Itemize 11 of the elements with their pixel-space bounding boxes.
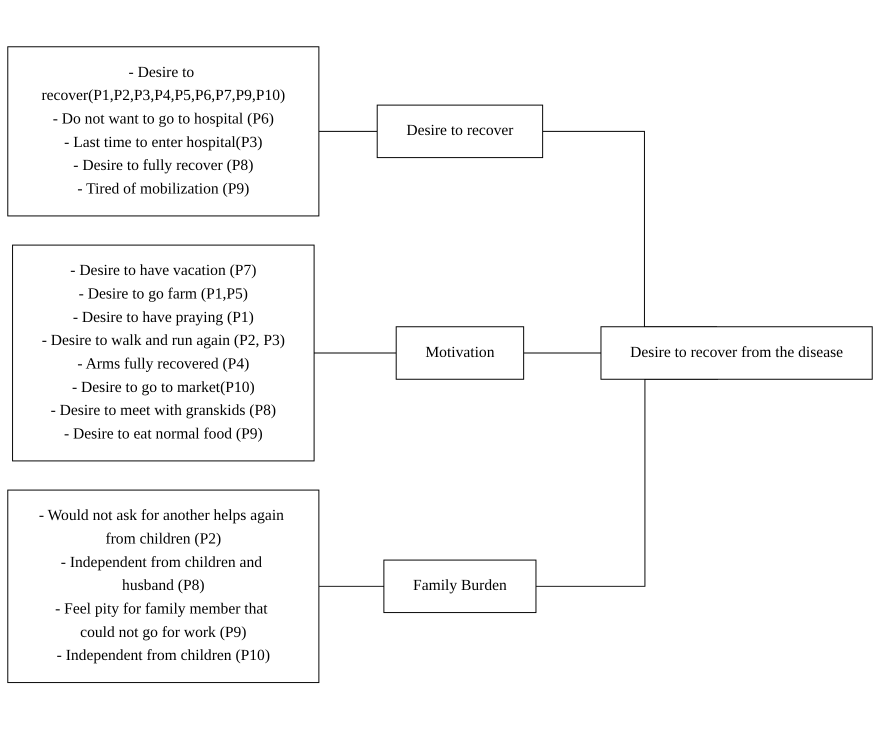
connector	[318, 586, 384, 587]
node-box: - Would not ask for another helps again from children (P2) - Independent from children and husband (P8) - Feel pity for family member that could not go for work (P9) - Independent from children (P10)	[7, 489, 320, 683]
node-box: Desire to recover	[376, 104, 544, 158]
connector	[318, 130, 378, 132]
node-box: Family Burden	[383, 559, 536, 613]
node-box: - Desire to have vacation (P7) - Desire to go farm (P1,P5) - Desire to have praying (P1) - Desire to walk and run again (P2, P3) - Arms fully recovered (P4) - Desire to go to market(P10) - Desire to meet with granskids (P8) - Desire to eat normal food (P9)	[12, 244, 315, 462]
node-box: Desire to recover from the disease	[600, 326, 873, 380]
node-box: Motivation	[396, 326, 524, 380]
connector	[314, 352, 397, 354]
connector	[523, 352, 602, 354]
node-box: - Desire to recover(P1,P2,P3,P4,P5,P6,P7,P9,P10) - Do not want to go to hospital (P6) - Last time to enter hospital(P3) - Desire to fully recover (P8) - Tired of mobilization (P9)	[7, 46, 320, 216]
